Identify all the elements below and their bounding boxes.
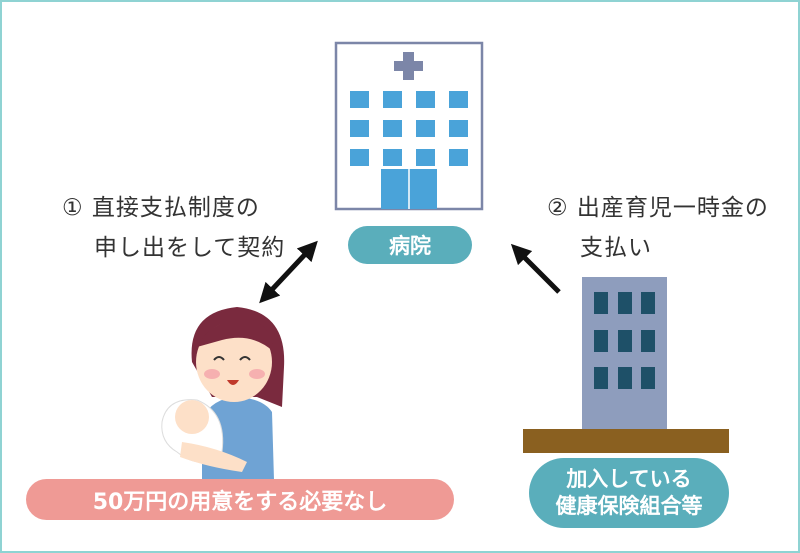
office-building-icon: [523, 277, 729, 453]
step1-line1: ① 直接支払制度の: [62, 195, 260, 221]
step2-line1: ② 出産育児一時金の: [547, 195, 769, 221]
mother-with-baby-icon: [161, 307, 285, 480]
insurer-label: 加入している 健康保険組合等: [529, 458, 729, 528]
hospital-building-icon: [334, 41, 484, 211]
insurer-line2: 健康保険組合等: [555, 494, 703, 518]
step2-line2: 支払い: [580, 235, 652, 261]
double-arrow-icon: [259, 240, 318, 304]
mother-label: 50万円の用意をする必要なし: [26, 479, 454, 520]
insurer-line1: 加入している: [566, 467, 692, 491]
hospital-label: 病院: [348, 226, 472, 264]
arrow-icon: [510, 243, 561, 294]
step1-line2: 申し出をして契約: [94, 235, 286, 261]
